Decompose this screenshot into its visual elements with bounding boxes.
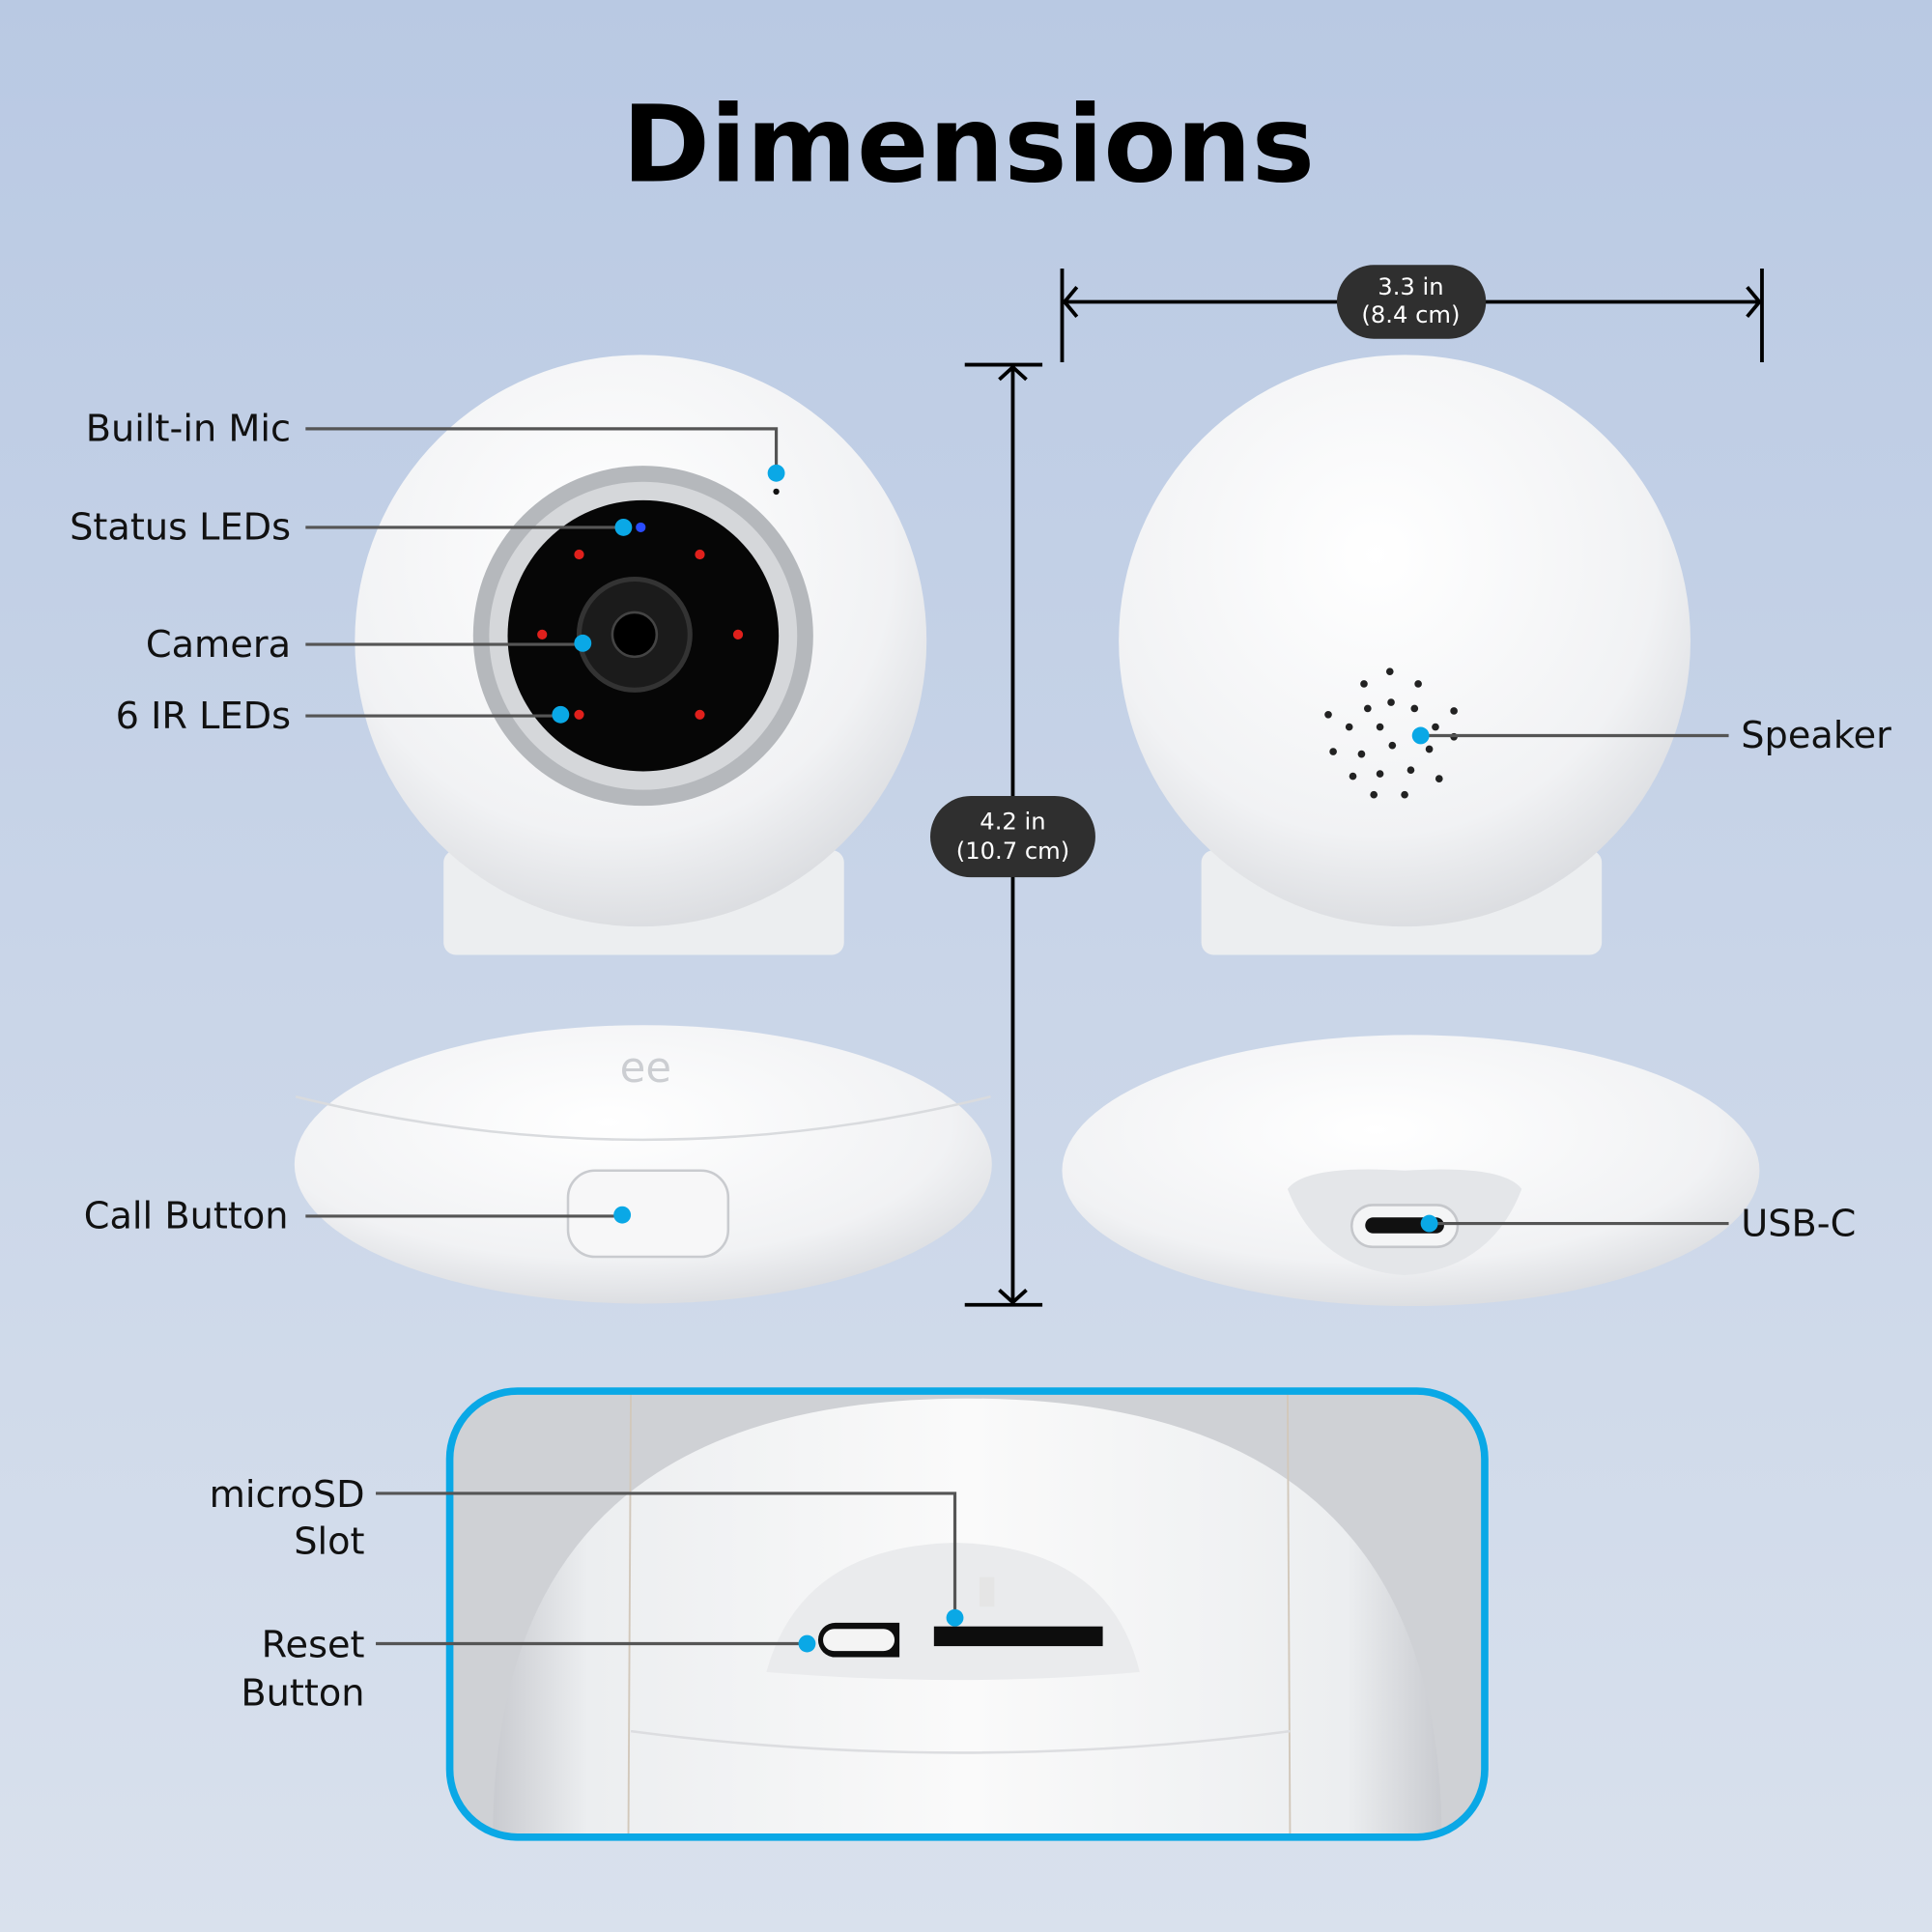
- back-callouts: Speaker USB-C: [1411, 714, 1891, 1245]
- detail-inset: microSD Slot Reset Button: [210, 1387, 1489, 1841]
- page-title: Dimensions: [622, 83, 1315, 207]
- label-microsd-slot: Slot: [294, 1520, 364, 1563]
- speaker-grille-icon: [1324, 668, 1458, 799]
- front-callouts: Built-in Mic Status LEDs Camera 6 IR LED…: [70, 408, 785, 1238]
- label-microsd: microSD: [210, 1473, 365, 1517]
- width-pill: [1336, 265, 1487, 339]
- width-dimension: 3.3 in (8.4 cm): [1060, 265, 1764, 362]
- label-speaker: Speaker: [1741, 714, 1891, 757]
- label-usb-c: USB-C: [1741, 1202, 1856, 1245]
- label-call-button: Call Button: [84, 1195, 289, 1238]
- svg-text:ee: ee: [620, 1044, 671, 1093]
- width-cm: (8.4 cm): [1361, 301, 1460, 328]
- height-dimension: 4.2 in (10.7 cm): [930, 362, 1095, 1307]
- height-inches: 4.2 in: [980, 808, 1045, 835]
- label-reset-button: Button: [241, 1671, 364, 1715]
- label-reset: Reset: [262, 1624, 365, 1667]
- width-inches: 3.3 in: [1378, 273, 1443, 300]
- height-cm: (10.7 cm): [956, 838, 1069, 865]
- label-ir-leds: 6 IR LEDs: [116, 695, 291, 738]
- label-built-in-mic: Built-in Mic: [86, 408, 291, 451]
- label-status-leds: Status LEDs: [70, 506, 291, 550]
- height-pill: [930, 795, 1095, 878]
- inset-frame: [445, 1387, 1489, 1841]
- label-camera: Camera: [146, 623, 291, 667]
- call-button-shape: [566, 1169, 730, 1259]
